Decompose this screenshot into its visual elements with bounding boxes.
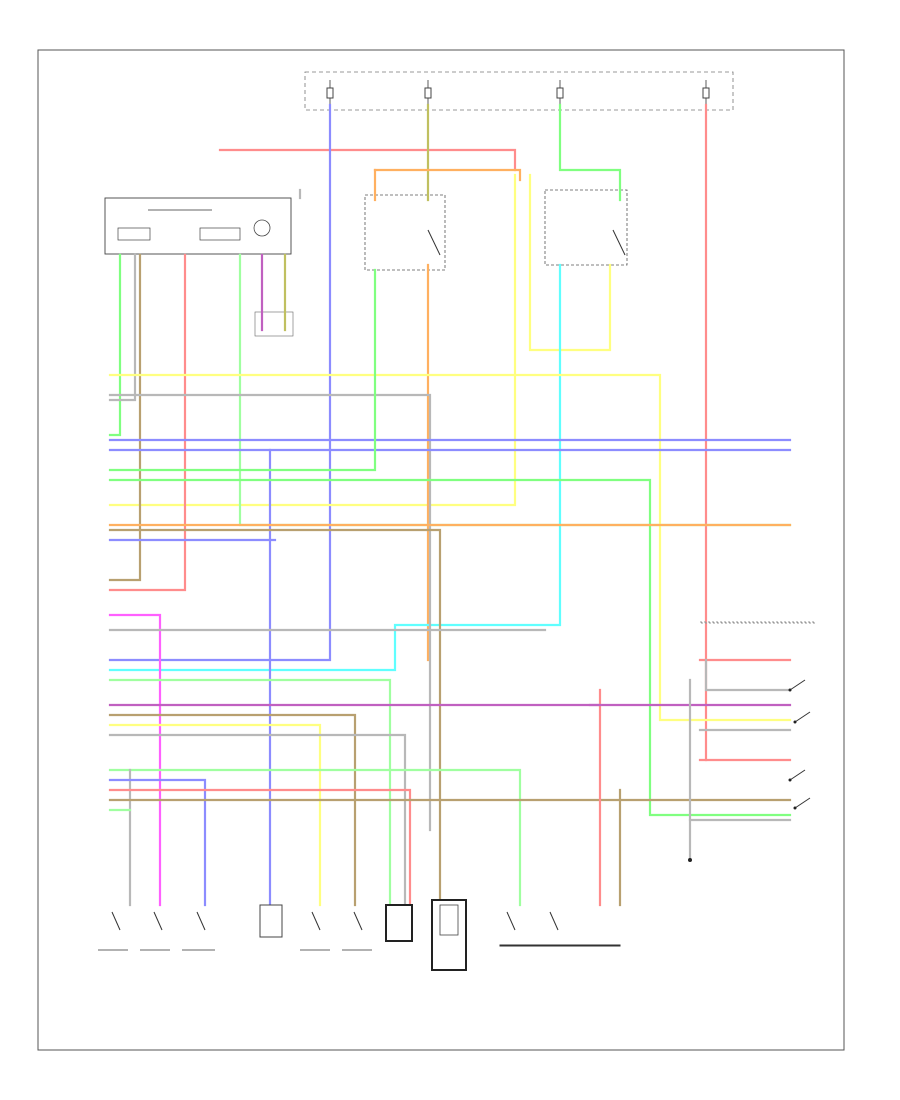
bottom-switch-2 xyxy=(140,911,170,951)
wire-15 xyxy=(108,253,142,582)
wire-39 xyxy=(108,778,207,907)
wire-6 xyxy=(373,168,522,182)
diagram-border xyxy=(37,49,845,1051)
bottom-switch-4 xyxy=(300,911,330,951)
wire-45 xyxy=(704,658,792,692)
wire-8 xyxy=(108,173,517,507)
sensor-connector xyxy=(254,311,294,337)
wire-21 xyxy=(108,393,432,832)
right-switch-2 xyxy=(793,711,811,724)
wire-2 xyxy=(108,103,332,662)
bottom-switch-3 xyxy=(182,911,215,951)
wire-37 xyxy=(108,768,522,907)
wire-16 xyxy=(108,253,187,592)
relay-left xyxy=(364,194,446,271)
wire-4 xyxy=(558,103,622,202)
fuse-2 xyxy=(424,80,432,108)
fuse-1 xyxy=(326,80,334,108)
relay-right xyxy=(544,189,628,266)
wire-13 xyxy=(108,253,122,437)
fuse-panel xyxy=(304,71,734,111)
right-switch-4 xyxy=(793,797,811,810)
right-switch-1 xyxy=(788,679,806,692)
wire-36 xyxy=(108,733,407,907)
wire-29 xyxy=(108,528,442,902)
wire-40 xyxy=(108,788,412,907)
wire-35 xyxy=(108,723,322,907)
module-ground-symbol xyxy=(253,219,271,237)
bottom-switch-5 xyxy=(342,911,372,951)
bottom-switch-1 xyxy=(98,911,128,951)
bottom-switch-group-box xyxy=(499,944,621,947)
relay-right-switch xyxy=(612,229,626,256)
wire-14 xyxy=(108,253,137,402)
right-panel-dashed xyxy=(699,621,816,624)
wire-20 xyxy=(108,373,792,722)
bottom-sensor-1 xyxy=(385,904,413,942)
wire-25 xyxy=(108,268,377,472)
wire-26 xyxy=(108,478,792,817)
bottom-solenoid-1 xyxy=(259,904,283,938)
wire-1 xyxy=(218,148,517,172)
bottom-sensor-2-inner xyxy=(439,904,459,936)
wire-30 xyxy=(108,613,162,907)
fuse-4 xyxy=(702,80,710,108)
wires-layer xyxy=(108,103,792,907)
relay-left-switch xyxy=(427,229,441,256)
wire-32 xyxy=(108,678,392,907)
wire-10 xyxy=(528,173,612,352)
wire-34 xyxy=(108,713,357,907)
wire-11 xyxy=(108,263,562,672)
right-switch-3 xyxy=(788,769,806,782)
bottom-switch-7 xyxy=(549,911,559,931)
left-module xyxy=(104,197,292,255)
right-ground-dot xyxy=(688,858,692,862)
fuse-3 xyxy=(556,80,564,108)
bottom-switch-6 xyxy=(506,911,516,931)
